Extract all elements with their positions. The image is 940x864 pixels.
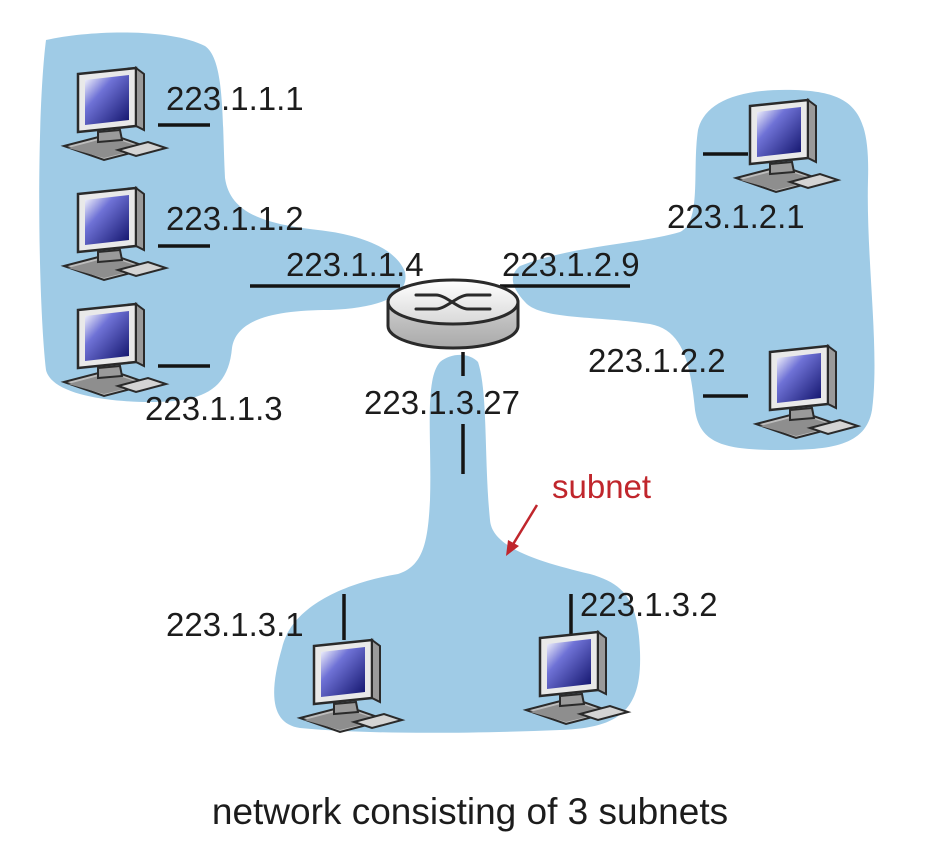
ip-label-223-1-2-1: 223.1.2.1 <box>667 198 805 235</box>
ip-label-223-1-3-2: 223.1.3.2 <box>580 586 718 623</box>
ip-label-223-1-2-9: 223.1.2.9 <box>502 246 640 283</box>
ip-label-223-1-1-2: 223.1.1.2 <box>166 200 304 237</box>
ip-label-223-1-1-4: 223.1.1.4 <box>286 246 424 283</box>
subnet-callout-arrow <box>506 504 539 556</box>
router-icon <box>386 278 520 350</box>
ip-label-223-1-2-2: 223.1.2.2 <box>588 342 726 379</box>
diagram-caption: network consisting of 3 subnets <box>212 791 728 832</box>
ip-label-223-1-3-27: 223.1.3.27 <box>364 384 520 421</box>
subnet-callout-label: subnet <box>552 468 651 505</box>
ip-label-223-1-1-1: 223.1.1.1 <box>166 80 304 117</box>
interface-links <box>158 123 748 640</box>
ip-label-223-1-1-3: 223.1.1.3 <box>145 390 283 427</box>
ip-label-223-1-3-1: 223.1.3.1 <box>166 606 304 643</box>
